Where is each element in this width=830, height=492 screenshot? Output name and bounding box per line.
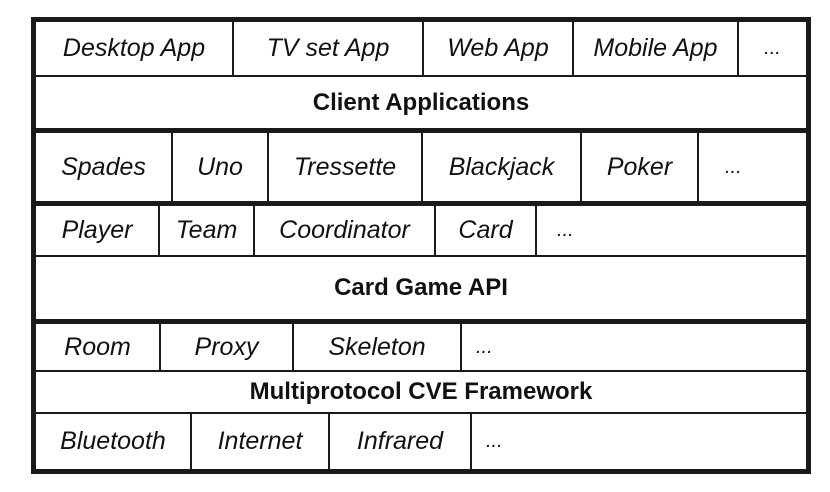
desktop-app-box: Desktop App	[36, 22, 234, 75]
divider	[36, 255, 806, 257]
bluetooth-box: Bluetooth	[36, 414, 192, 469]
protocols-row: Bluetooth Internet Infrared ...	[36, 414, 806, 469]
multiprotocol-cve-framework-title: Multiprotocol CVE Framework	[249, 378, 593, 405]
divider	[36, 370, 806, 372]
uno-box: Uno	[173, 133, 269, 201]
proxy-box: Proxy	[161, 324, 294, 370]
components-row: Room Proxy Skeleton ...	[36, 324, 806, 370]
divider	[36, 412, 806, 414]
client-apps-row: Desktop App TV set App Web App Mobile Ap…	[36, 22, 806, 75]
spades-box: Spades	[36, 133, 173, 201]
player-box: Player	[36, 206, 160, 255]
mobile-app-box: Mobile App	[574, 22, 739, 75]
infrared-box: Infrared	[330, 414, 472, 469]
layer-separator	[36, 201, 806, 206]
layer-separator	[36, 319, 806, 324]
client-applications-title: Client Applications	[312, 88, 530, 116]
room-box: Room	[36, 324, 161, 370]
web-app-box: Web App	[424, 22, 574, 75]
more-apps-box: ...	[764, 37, 781, 59]
coordinator-box: Coordinator	[255, 206, 436, 255]
tv-set-app-box: TV set App	[234, 22, 424, 75]
games-row: Spades Uno Tressette Blackjack Poker ...	[36, 133, 806, 201]
classes-row: Player Team Coordinator Card ...	[36, 206, 806, 255]
poker-box: Poker	[582, 133, 699, 201]
more-classes-box: ...	[557, 219, 574, 241]
divider	[36, 75, 806, 77]
skeleton-box: Skeleton	[294, 324, 462, 370]
layer-separator	[36, 128, 806, 133]
more-protocols-box: ...	[486, 430, 503, 452]
card-game-api-title: Card Game API	[334, 274, 508, 301]
internet-box: Internet	[192, 414, 330, 469]
blackjack-box: Blackjack	[423, 133, 582, 201]
more-components-box: ...	[476, 335, 493, 358]
team-box: Team	[160, 206, 255, 255]
tressette-box: Tressette	[269, 133, 423, 201]
architecture-diagram: Desktop App TV set App Web App Mobile Ap…	[31, 17, 811, 474]
more-games-box: ...	[725, 155, 742, 178]
card-box: Card	[436, 206, 537, 255]
